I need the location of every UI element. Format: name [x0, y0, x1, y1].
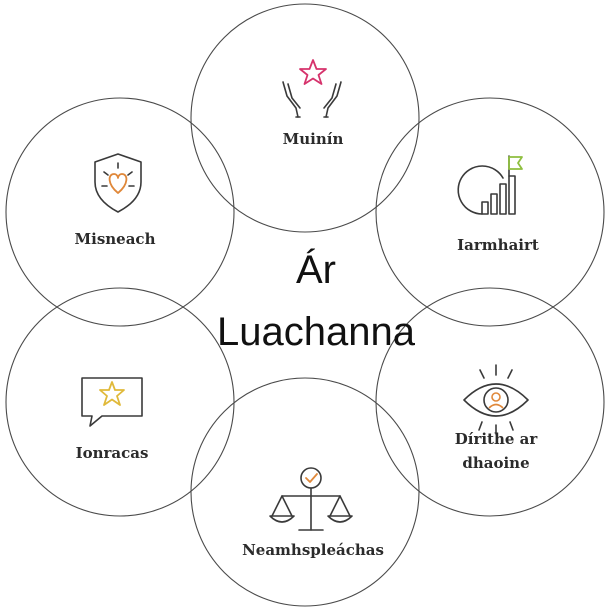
- growth-chart-flag-icon: [457, 155, 523, 215]
- check-mark: [305, 473, 318, 483]
- value-iarmhairt: Iarmhairt: [457, 155, 539, 254]
- value-neamhspleachas: Neamhspleáchas: [242, 467, 384, 559]
- label-dirithe-line2: dhaoine: [462, 454, 529, 472]
- speech-bubble-star-icon: [81, 377, 143, 427]
- petal-top: [190, 3, 420, 233]
- label-dirithe-line1: Dírithe ar: [455, 430, 539, 448]
- petal-lower-left: [5, 287, 235, 517]
- petal-bottom: [190, 377, 420, 607]
- person-body: [488, 403, 504, 409]
- label-neamhspleachas: Neamhspleáchas: [242, 541, 384, 559]
- eye-person-icon: [463, 364, 529, 435]
- balance-scale-icon: [269, 467, 353, 531]
- label-ionracas: Ionracas: [76, 444, 149, 462]
- value-dirithe-ar-dhaoine: Dírithe ar dhaoine: [455, 364, 539, 472]
- flag-shape: [508, 156, 523, 170]
- petal-upper-right: [375, 97, 605, 327]
- hands-star-icon: [282, 59, 342, 118]
- label-misneach: Misneach: [75, 230, 156, 248]
- label-muinin: Muinín: [283, 130, 344, 148]
- person-head: [491, 392, 501, 402]
- petal-lower-right: [375, 287, 605, 517]
- center-title: Ár Luachanna: [217, 247, 416, 354]
- value-muinin: Muinín: [282, 59, 344, 148]
- value-misneach: Misneach: [75, 153, 156, 248]
- star-shape: [299, 59, 327, 85]
- petal-circles: [5, 3, 605, 607]
- label-iarmhairt: Iarmhairt: [457, 236, 539, 254]
- center-title-line2: Luachanna: [217, 310, 416, 354]
- shield-heart-icon: [94, 153, 142, 213]
- value-ionracas: Ionracas: [76, 377, 149, 462]
- heart-shape: [108, 173, 128, 194]
- bubble-star-shape: [99, 381, 125, 406]
- center-title-line1: Ár: [296, 247, 336, 292]
- petal-upper-left: [5, 97, 235, 327]
